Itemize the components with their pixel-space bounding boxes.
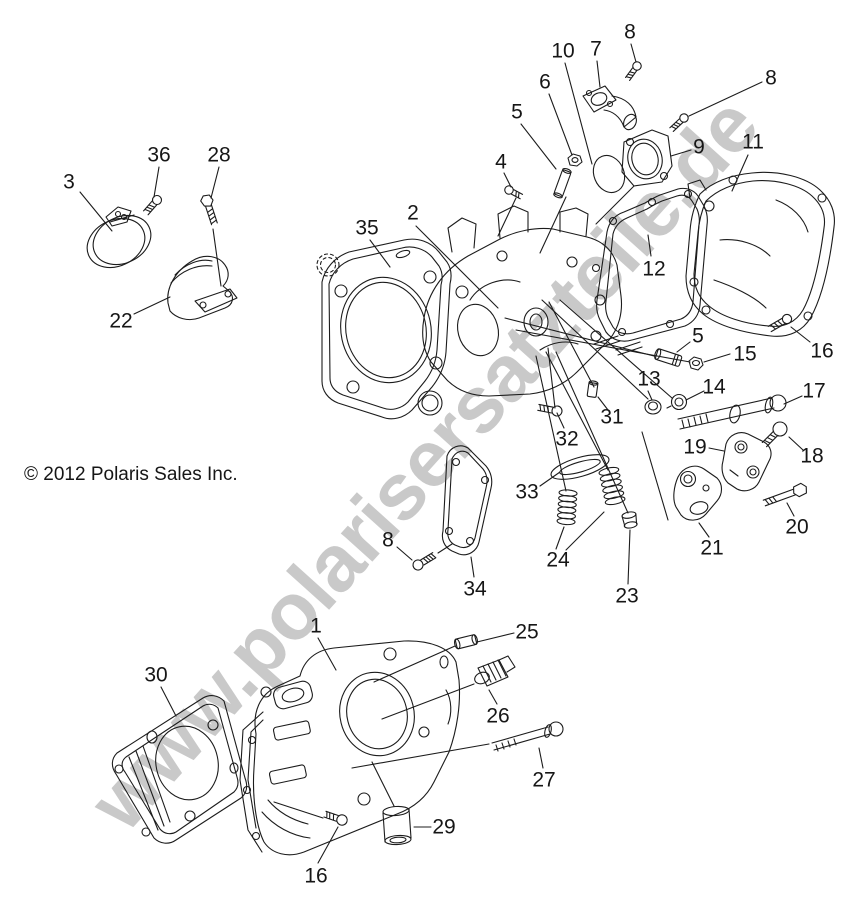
part-plug-26 bbox=[474, 655, 516, 687]
leader-line-24 bbox=[565, 511, 605, 551]
part-springs-24 bbox=[556, 466, 626, 526]
leader-line-4 bbox=[503, 172, 512, 188]
leader-line-28 bbox=[210, 166, 220, 199]
leader-line-20 bbox=[786, 502, 795, 517]
leader-line-24 bbox=[555, 526, 565, 550]
leader-line-8 bbox=[396, 546, 413, 561]
leader-line-36 bbox=[153, 166, 160, 198]
part-tappet-23 bbox=[621, 511, 638, 529]
part-cylinder-1 bbox=[239, 640, 461, 856]
leader-line-6 bbox=[548, 93, 573, 156]
part-boot-bolt-28 bbox=[200, 194, 218, 226]
part-seal-disc-10 bbox=[592, 154, 626, 194]
part-head-gasket-35 bbox=[316, 238, 452, 420]
part-bolt-27 bbox=[491, 721, 564, 752]
leader-line-12 bbox=[647, 234, 652, 257]
boot-bolt-install-line bbox=[212, 228, 222, 287]
leader-line-25 bbox=[476, 632, 515, 643]
leader-line-16 bbox=[790, 326, 811, 343]
leader-line-35 bbox=[369, 239, 391, 268]
assembly-lines bbox=[273, 185, 691, 819]
part-snap-ring-13 bbox=[644, 399, 662, 415]
leader-line-9 bbox=[670, 149, 692, 157]
part-clamp-screw-36 bbox=[143, 194, 163, 216]
part-long-bolt-17 bbox=[677, 394, 787, 430]
part-rocker-arm-21 bbox=[673, 465, 723, 521]
leader-line-2 bbox=[415, 225, 499, 309]
part-cylinder-head-2 bbox=[417, 205, 643, 416]
part-base-gasket-30 bbox=[111, 695, 248, 844]
part-intake-boot-22 bbox=[167, 255, 238, 321]
part-pin-31 bbox=[586, 380, 599, 398]
leader-line-5 bbox=[676, 341, 691, 353]
leader-line-13 bbox=[647, 390, 653, 401]
leader-lines bbox=[79, 43, 811, 864]
leader-line-23 bbox=[627, 529, 631, 585]
leader-line-31 bbox=[597, 396, 609, 411]
leader-line-21 bbox=[698, 522, 710, 538]
leader-line-17 bbox=[783, 395, 803, 405]
leader-line-34 bbox=[470, 556, 475, 578]
leader-line-8 bbox=[688, 81, 763, 117]
part-screw-8-left bbox=[412, 552, 437, 571]
part-screw-8-right bbox=[669, 113, 689, 132]
part-bolt-20 bbox=[762, 482, 807, 507]
part-screw-16-right bbox=[767, 313, 793, 333]
part-side-gasket-34 bbox=[441, 445, 493, 556]
leader-line-15 bbox=[703, 353, 731, 363]
leader-line-5 bbox=[520, 123, 557, 170]
part-screw-32 bbox=[537, 403, 563, 417]
leader-line-7 bbox=[596, 60, 601, 88]
leader-line-16 bbox=[317, 826, 339, 864]
leader-line-8 bbox=[630, 43, 637, 63]
part-rocker-bracket-19 bbox=[721, 432, 772, 492]
leader-line-1 bbox=[317, 637, 337, 671]
part-dowel-25 bbox=[453, 634, 478, 650]
leader-line-30 bbox=[160, 686, 177, 717]
part-screw-8-top bbox=[625, 61, 642, 81]
part-valve-seal-14 bbox=[666, 393, 688, 411]
part-valve-cover-11 bbox=[685, 171, 835, 337]
part-bolt-18 bbox=[761, 421, 788, 448]
leader-line-27 bbox=[538, 747, 544, 769]
copyright-text: © 2012 Polaris Sales Inc. bbox=[24, 464, 238, 485]
leader-line-10 bbox=[564, 62, 593, 165]
part-flange-nut-15 bbox=[688, 356, 704, 371]
part-bolt-4 bbox=[504, 185, 524, 200]
part-valve-cover-gasket-12 bbox=[591, 187, 708, 342]
part-bushing-29 bbox=[382, 805, 412, 846]
leader-line-14 bbox=[685, 390, 705, 401]
leader-line-3 bbox=[79, 191, 113, 232]
part-water-outlet-7 bbox=[582, 85, 637, 131]
leader-line-33 bbox=[539, 471, 561, 487]
part-intake-flange-9 bbox=[621, 129, 673, 187]
part-nut-6 bbox=[567, 153, 583, 167]
part-stud-5 bbox=[553, 167, 572, 199]
leader-line-18 bbox=[788, 436, 804, 451]
part-intake-clamp bbox=[86, 206, 152, 269]
leader-line-19 bbox=[708, 447, 725, 452]
leader-line-11 bbox=[731, 154, 749, 192]
screw8-install-line bbox=[437, 543, 453, 554]
leader-line-22 bbox=[133, 296, 171, 315]
part-screw-16-bottom bbox=[323, 810, 348, 826]
leader-line-26 bbox=[488, 689, 498, 705]
leader-line-32 bbox=[556, 412, 565, 429]
